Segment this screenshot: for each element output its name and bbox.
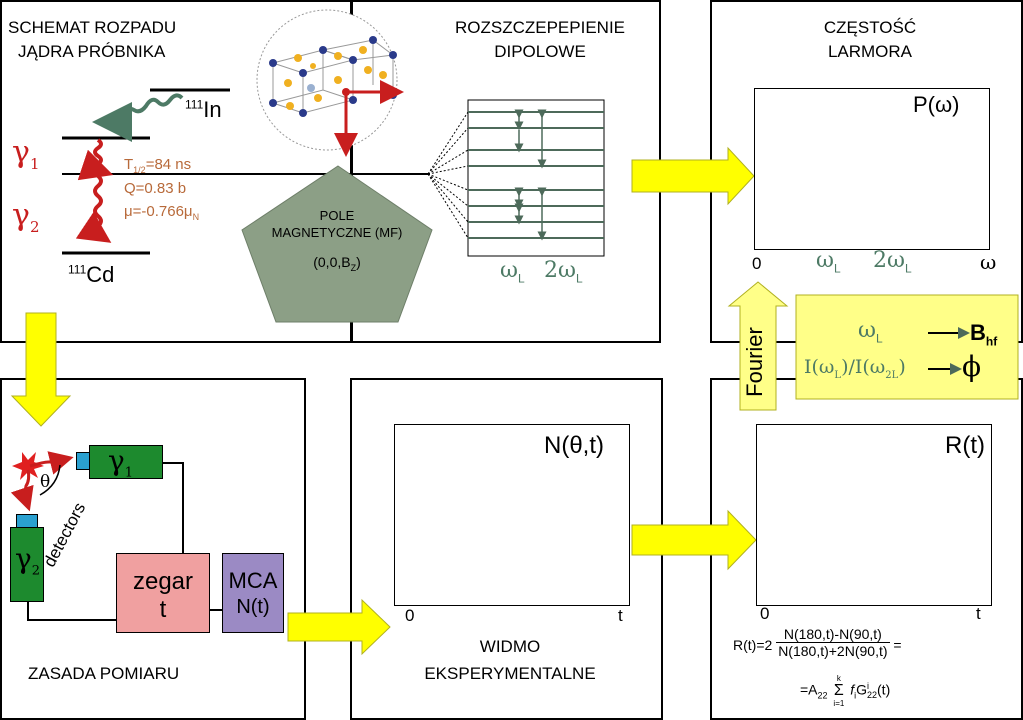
arrow-fourier-up	[727, 281, 789, 411]
source-star-icon	[12, 452, 44, 480]
measurement-wires	[27, 462, 222, 621]
detector-gamma1-cap	[76, 452, 90, 470]
magnetic-moment-label: μ=-0.766μN	[124, 203, 200, 222]
larmor-title-line2: LARMORA	[827, 42, 913, 61]
spectrum-title-line1: WIDMO	[479, 637, 541, 656]
capture-wavy-arrow	[92, 93, 184, 142]
spectrum-title-line2: EKSPERYMENTALNE	[424, 664, 596, 683]
magnetic-field-pentagon	[241, 165, 433, 323]
mca-box: MCA N(t)	[222, 553, 284, 633]
spectrum-plot-label: N(θ,t)	[544, 432, 604, 459]
halflife-label: T1/2=84 ns	[124, 156, 192, 175]
larmor-x-end: ω	[980, 250, 997, 274]
larmor-x-omega-l: ωL	[816, 248, 841, 276]
gamma1-label: γ1	[12, 135, 40, 173]
dipole-levels-box	[467, 99, 605, 257]
gamma1-wavy-arrow	[77, 138, 114, 181]
crystal-lattice-icon	[269, 36, 404, 157]
clock-box: zegar t	[116, 553, 210, 633]
result-omega-l: ωL	[858, 318, 883, 346]
larmor-title-line1: CZĘSTOŚĆ	[823, 18, 917, 37]
result-phi: ϕ	[962, 350, 982, 383]
dipole-two-omega-l: 2ωL	[544, 258, 583, 286]
arrow-principle-to-spectrum	[287, 598, 391, 656]
r-x-start: 0	[760, 604, 770, 623]
dipole-levels	[468, 111, 604, 239]
fourier-label: Fourier	[742, 327, 767, 397]
larmor-plot-frame	[754, 88, 990, 250]
principle-title: ZASADA POMIARU	[28, 664, 180, 683]
dipole-omega-l: ωL	[500, 258, 525, 286]
spectrum-x-start: 0	[405, 606, 415, 625]
r-x-end: t	[976, 604, 981, 623]
daughter-nucleus-label: 111Cd	[68, 262, 115, 287]
arrow-decay-to-principle	[10, 312, 72, 427]
result-intensity-ratio: I(ωL)/I(ω2L)	[804, 356, 906, 381]
r-plot-label: R(t)	[945, 432, 985, 459]
gamma2-label: γ2	[12, 198, 40, 236]
panel-measurement-principle	[0, 378, 306, 720]
spectrum-x-end: t	[618, 606, 623, 625]
larmor-plot-label: P(ω)	[913, 92, 960, 117]
parent-nucleus-label: 111In	[185, 97, 222, 122]
detector-gamma2: γ2	[10, 527, 44, 602]
larmor-x-start: 0	[752, 254, 762, 273]
decay-title-line1: SCHEMAT ROZPADU	[8, 18, 177, 37]
result-bhf: Bhf	[970, 320, 998, 349]
detector-gamma1: γ1	[89, 444, 163, 481]
mf-vector: (0,0,BZ)	[313, 254, 361, 273]
dipole-fan-lines	[427, 111, 469, 239]
larmor-x-two-omega-l: 2ωL	[873, 248, 912, 276]
arrow-spectrum-to-r	[631, 509, 757, 571]
gamma2-wavy-arrow	[75, 174, 112, 243]
crystal-lattice-circle	[256, 9, 398, 151]
dipole-transition-arrows	[514, 109, 547, 241]
r-plot-frame	[756, 424, 992, 606]
arrow-dipole-to-larmor	[631, 146, 755, 206]
decay-title-line2: JĄDRA PRÓBNIKA	[18, 42, 166, 61]
mf-line2: MAGNETYCZNE (MF)	[271, 225, 403, 240]
dipole-title-line1: ROZSZCZEPEPIENIE	[454, 18, 626, 37]
larmor-results-box	[795, 294, 1019, 400]
spectrum-plot-frame	[394, 424, 630, 606]
r-formula: R(t)=2 N(180,t)-N(90,t) N(180,t)+2N(90,t…	[733, 626, 902, 659]
dipole-title-line2: DIPOLOWE	[494, 42, 586, 61]
quadrupole-label: Q=0.83 b	[124, 180, 187, 197]
detector-gamma2-cap	[16, 514, 38, 528]
angle-theta: θ	[40, 472, 51, 492]
mf-line1: POLE	[319, 208, 355, 223]
